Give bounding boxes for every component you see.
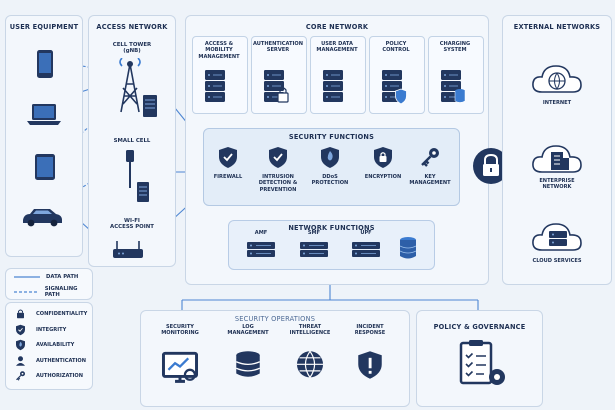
- access-network-title: ACCESS NETWORK: [96, 23, 168, 31]
- network-appliance-icon[interactable]: [299, 240, 329, 258]
- legend-data-path: DATA PATH: [14, 274, 79, 280]
- server-rack-icon: [323, 70, 343, 102]
- core-network-title: CORE NETWORK: [305, 23, 369, 31]
- legend-panel: DATA PATH SIGNALING PATH: [5, 268, 93, 300]
- legend-signaling-path: SIGNALING PATH: [14, 286, 78, 298]
- key-icon: [16, 371, 25, 381]
- network-function-label: AMF: [254, 230, 268, 236]
- lock-icon: [17, 309, 24, 319]
- security-property-label: AVAILABILITY: [36, 342, 75, 348]
- monitor-chart-icon[interactable]: [161, 350, 199, 388]
- policy-governance-title: POLICY & GOVERNANCE: [433, 323, 526, 331]
- globe-icon[interactable]: [295, 350, 325, 380]
- security-property-label: AUTHORIZATION: [36, 373, 84, 379]
- security-operations-title: SECURITY OPERATIONS: [234, 315, 316, 323]
- database-icon: [399, 237, 417, 259]
- access-network-panel: ACCESS NETWORK CELL TOWER(gNB) SMALL CEL…: [88, 15, 176, 267]
- gateway-lock-icon[interactable]: [472, 147, 510, 185]
- building-cloud-icon[interactable]: [530, 140, 584, 176]
- network-function-label: SMF: [307, 230, 321, 236]
- globe-cloud-icon[interactable]: [530, 60, 584, 96]
- wifi-router-icon[interactable]: [111, 238, 145, 260]
- security-property-label: AUTHENTICATION: [36, 357, 87, 364]
- small-cell-label: SMALL CELL: [113, 138, 151, 144]
- shield-check-icon[interactable]: [267, 146, 289, 169]
- user-equipment-panel: USER EQUIPMENT: [5, 15, 83, 257]
- network-function-label: UPF: [360, 230, 372, 236]
- network-appliance-icon[interactable]: [246, 240, 276, 258]
- tablet-icon[interactable]: [34, 153, 56, 181]
- network-appliance-icon[interactable]: [351, 240, 381, 258]
- shield-icon[interactable]: [319, 146, 341, 169]
- shield-icon: [16, 339, 25, 351]
- server-rack-icon: [264, 70, 289, 103]
- policy-checklist-icon[interactable]: [457, 339, 507, 389]
- server-rack-icon: [382, 70, 407, 105]
- network-functions-title: NETWORK FUNCTIONS: [288, 224, 375, 232]
- external-networks-title: EXTERNAL NETWORKS: [513, 23, 601, 31]
- server-rack-icon: [441, 70, 466, 103]
- small-cell-icon[interactable]: [123, 148, 137, 188]
- server-rack-icon: [205, 70, 225, 102]
- laptop-icon[interactable]: [26, 103, 62, 127]
- external-network-label: INTERNET: [542, 100, 572, 106]
- security-functions-title: SECURITY FUNCTIONS: [288, 133, 375, 141]
- server-cloud-icon[interactable]: [530, 218, 584, 254]
- shield-check-icon: [16, 324, 25, 335]
- base-station-cabinet-icon: [143, 95, 157, 117]
- database-icon[interactable]: [233, 350, 263, 380]
- car-icon[interactable]: [20, 206, 64, 228]
- security-property-label: INTEGRITY: [36, 326, 67, 333]
- cell-tower-label: CELL TOWER(gNB): [112, 42, 152, 55]
- security-function-label: ENCRYPTION: [364, 174, 402, 180]
- key-icon[interactable]: [419, 146, 441, 169]
- smartphone-icon[interactable]: [36, 49, 54, 79]
- shield-check-icon[interactable]: [217, 146, 239, 169]
- user-equipment-title: USER EQUIPMENT: [9, 23, 79, 31]
- shield-lock-icon[interactable]: [372, 146, 394, 169]
- user-icon: [16, 355, 25, 366]
- security-property-label: CONFIDENTIALITY: [36, 311, 88, 317]
- shield-alert-icon[interactable]: [355, 350, 385, 380]
- small-cell-cabinet-icon: [137, 182, 149, 202]
- security-function-label: FIREWALL: [213, 174, 243, 180]
- external-network-label: CLOUD SERVICES: [532, 258, 582, 264]
- policy-governance-panel: POLICY & GOVERNANCE: [416, 310, 543, 407]
- cell-tower-icon[interactable]: [115, 58, 145, 114]
